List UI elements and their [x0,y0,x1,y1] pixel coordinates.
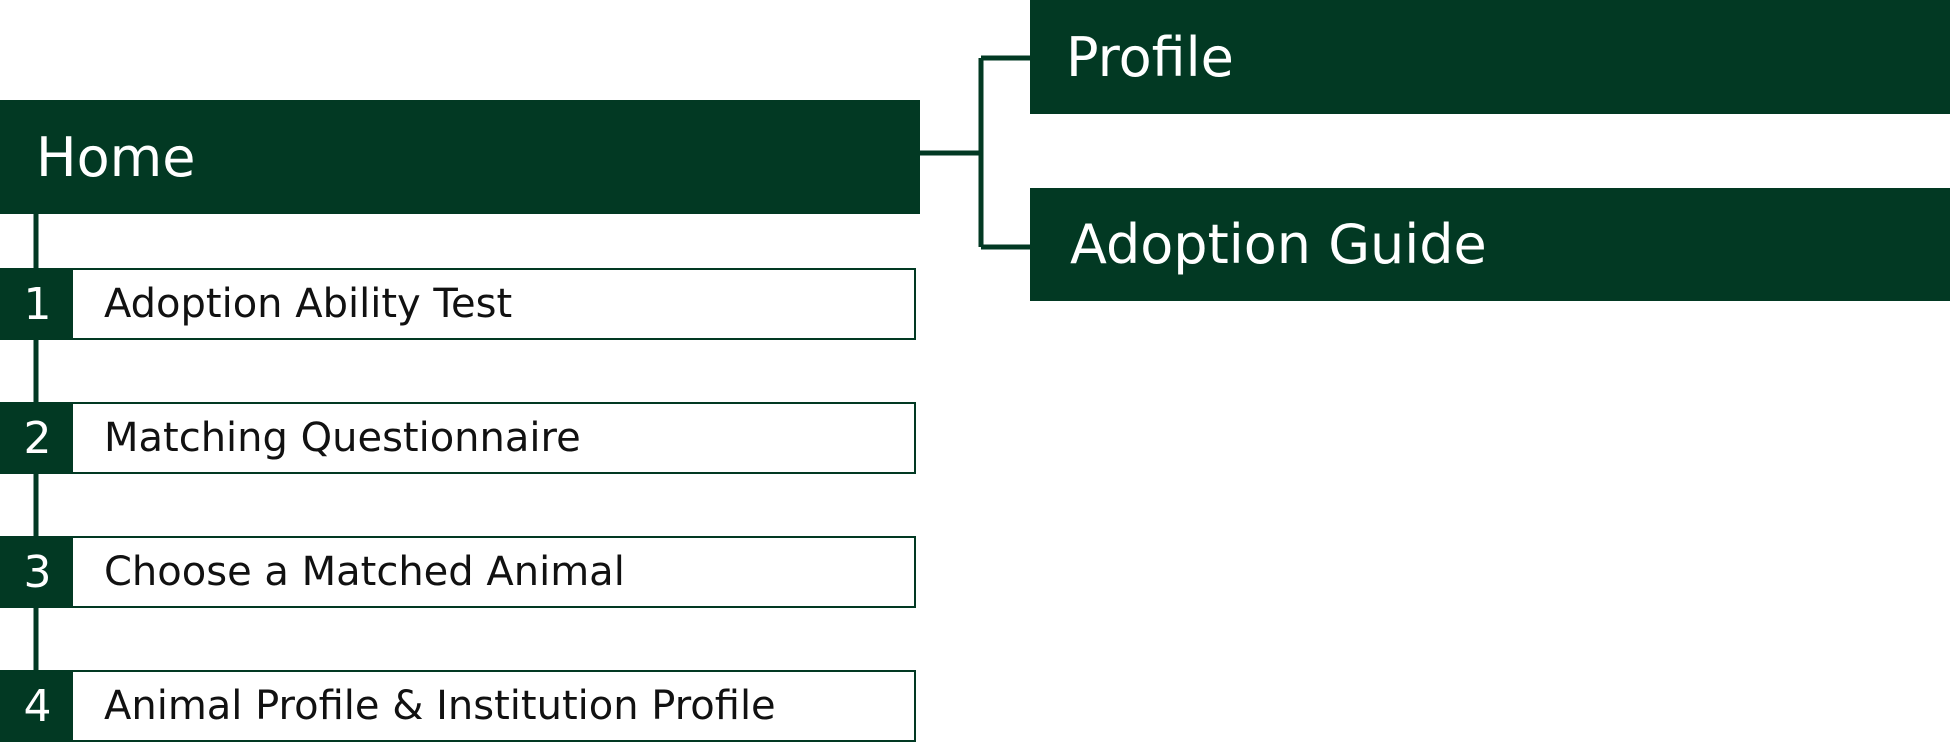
home-node[interactable]: Home [0,100,920,214]
step-number: 3 [2,538,73,606]
home-label: Home [36,125,196,189]
step-animal-institution-profile[interactable]: 4 Animal Profile & Institution Profile [0,670,916,742]
adoption-guide-node[interactable]: Adoption Guide [1030,188,1950,301]
step-matching-questionnaire[interactable]: 2 Matching Questionnaire [0,402,916,474]
profile-label: Profile [1066,25,1234,89]
step-label: Animal Profile & Institution Profile [104,683,776,729]
adoption-guide-label: Adoption Guide [1070,213,1487,276]
step-number: 2 [2,404,73,472]
step-label: Matching Questionnaire [104,415,581,461]
step-choose-matched-animal[interactable]: 3 Choose a Matched Animal [0,536,916,608]
step-number: 4 [2,672,73,740]
profile-node[interactable]: Profile [1030,0,1950,114]
step-label: Adoption Ability Test [104,281,513,327]
step-label: Choose a Matched Animal [104,549,625,595]
step-number: 1 [2,270,73,338]
step-adoption-ability-test[interactable]: 1 Adoption Ability Test [0,268,916,340]
